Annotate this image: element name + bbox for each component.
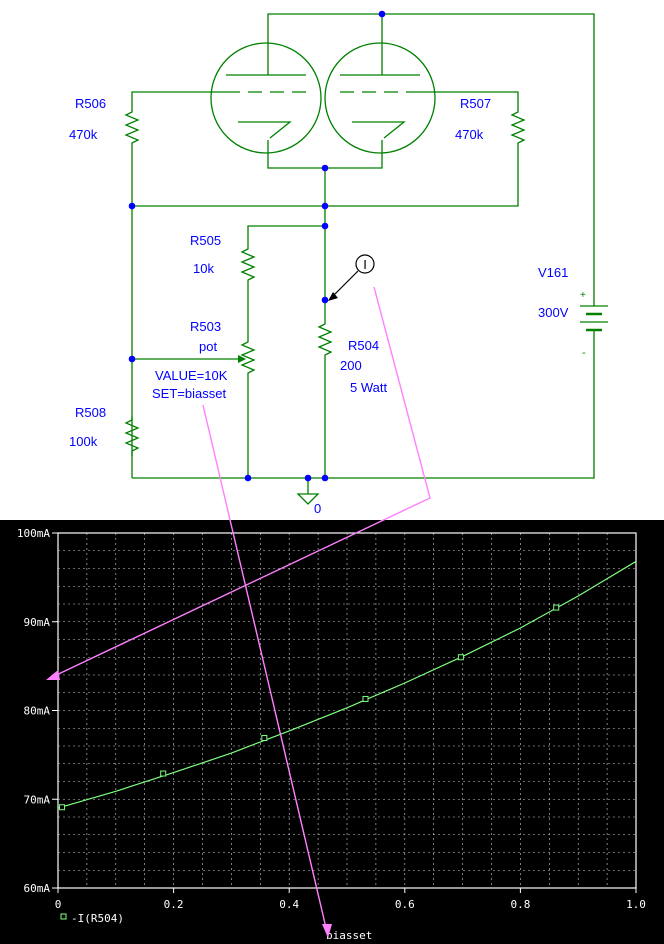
- series-marker: [261, 735, 268, 742]
- series-marker: [553, 604, 560, 611]
- series-marker: [457, 654, 464, 661]
- v161-minus: -: [582, 347, 586, 359]
- v161-plus: +: [580, 290, 586, 301]
- x-tick-label: 0: [55, 898, 62, 911]
- r507-resistor: [510, 108, 526, 148]
- r508-value: 100k: [69, 434, 98, 449]
- v161-name: V161: [538, 265, 568, 280]
- ground-label: 0: [314, 501, 321, 516]
- right-tube-envelope: [324, 42, 436, 154]
- legend-label: -I(R504): [71, 912, 124, 925]
- junction-dots: [128, 10, 386, 482]
- y-tick-label: 90mA: [24, 616, 51, 629]
- plot-background: [0, 520, 664, 944]
- series-line-i-r504: [57, 560, 637, 809]
- r505-resistor: [240, 245, 256, 285]
- series-marker: [59, 804, 66, 811]
- probe-plot[interactable]: 60mA 70mA 80mA 90mA 100mA 0 0.2 0.4 0.6 0.8 1.0 -I…: [0, 520, 664, 944]
- y-tick-label: 80mA: [24, 705, 51, 718]
- left-tube-cathode: [238, 121, 292, 139]
- y-tick-label: 60mA: [24, 882, 51, 895]
- legend-marker: [60, 913, 67, 920]
- r506-value: 470k: [69, 127, 98, 142]
- x-axis-title: biasset: [326, 929, 372, 942]
- plot-legend[interactable]: -I(R504): [60, 912, 124, 925]
- v161-value: 300V: [538, 305, 569, 320]
- current-probe-label: I: [363, 257, 367, 272]
- x-tick-label: 0.6: [395, 898, 415, 911]
- r503-value-attribute: VALUE=10K: [155, 368, 228, 383]
- r503-set-attribute: SET=biasset: [152, 386, 226, 401]
- r505-name: R505: [190, 233, 221, 248]
- r503-value: pot: [199, 339, 217, 354]
- series-marker: [160, 770, 167, 777]
- r503-name: R503: [190, 319, 221, 334]
- r507-name: R507: [460, 96, 491, 111]
- r505-value: 10k: [193, 261, 214, 276]
- r507-value: 470k: [455, 127, 484, 142]
- tube-bias-schematic: I R506 470k R507 470k R505 10k R503 pot …: [69, 10, 608, 516]
- x-tick-label: 0.8: [510, 898, 530, 911]
- r506-resistor: [124, 108, 140, 148]
- series-marker: [362, 695, 369, 702]
- r506-name: R506: [75, 96, 106, 111]
- r504-resistor: [317, 320, 333, 360]
- x-tick-label: 0.2: [164, 898, 184, 911]
- top-rail-wire: [267, 13, 595, 282]
- left-tube-envelope: [210, 42, 322, 154]
- y-tick-label: 70mA: [24, 793, 51, 806]
- x-tick-label: 1.0: [626, 898, 646, 911]
- y-tick-label: 100mA: [17, 527, 50, 540]
- r504-value: 200: [340, 358, 362, 373]
- r508-name: R508: [75, 405, 106, 420]
- r504-name: R504: [348, 338, 379, 353]
- r504-power: 5 Watt: [350, 380, 387, 395]
- x-tick-label: 0.4: [279, 898, 299, 911]
- right-tube-cathode: [352, 121, 406, 139]
- current-probe-marker: I: [328, 254, 375, 301]
